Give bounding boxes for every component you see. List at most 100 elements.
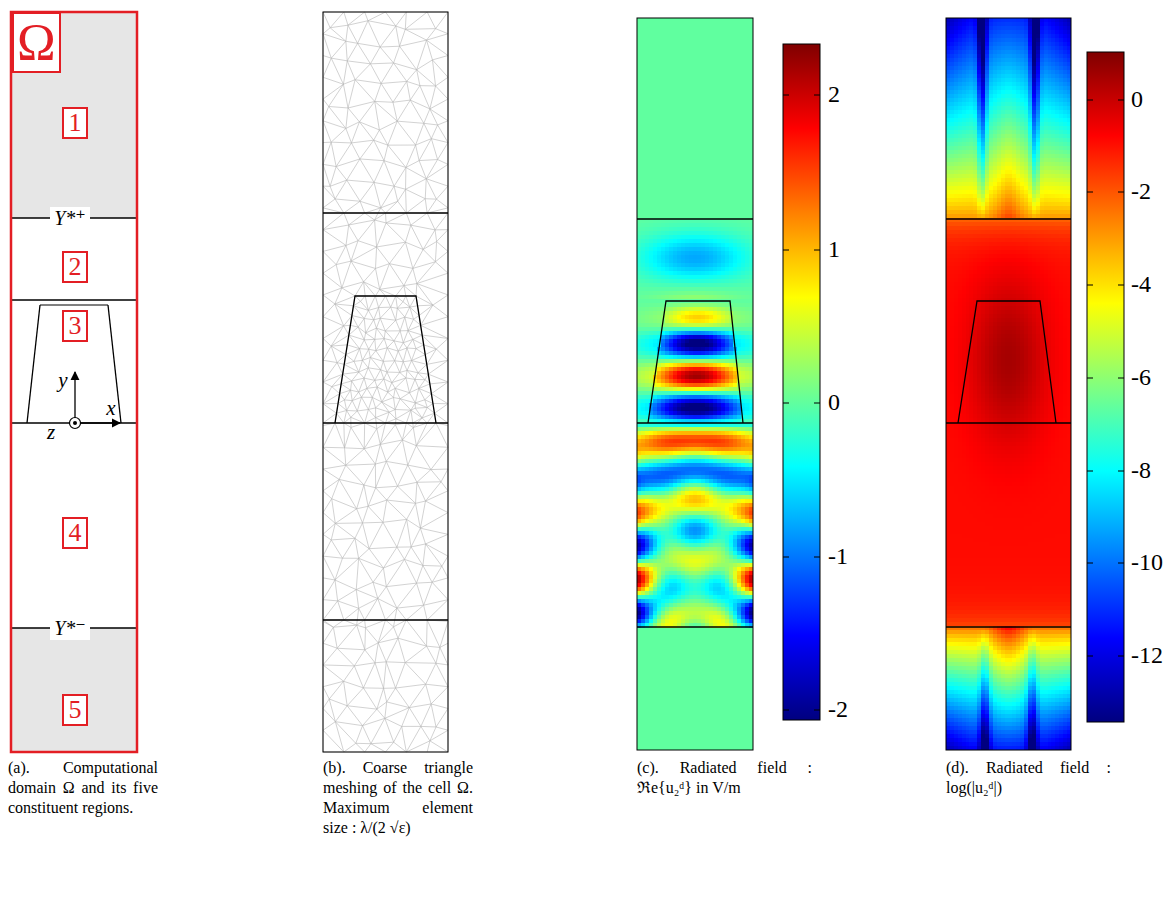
field-cell (717, 279, 722, 284)
field-cell (645, 371, 650, 376)
field-cell (685, 311, 690, 316)
field-cell (685, 459, 690, 464)
field-cell (745, 303, 750, 308)
field-cell (701, 435, 706, 440)
field-cell (705, 327, 710, 332)
field-cell (733, 383, 738, 388)
field-cell (741, 267, 746, 272)
field-cell (705, 467, 710, 472)
field-cell (661, 383, 666, 388)
field-cell (649, 487, 654, 492)
field-cell (697, 255, 702, 260)
field-cell (713, 407, 718, 412)
field-cell (701, 459, 706, 464)
field-cell (649, 455, 654, 460)
field-cell (745, 287, 750, 292)
field-cell (657, 283, 662, 288)
field-cell (709, 375, 714, 380)
field-cell (637, 343, 642, 348)
field-cell (721, 399, 726, 404)
field-cell (673, 471, 678, 476)
field-cell (673, 403, 678, 408)
field-cell (717, 283, 722, 288)
field-cell (657, 287, 662, 292)
field-cell (741, 387, 746, 392)
field-cell (721, 339, 726, 344)
field-cell (725, 223, 730, 228)
field-cell (745, 223, 750, 228)
field-cell (697, 399, 702, 404)
field-cell (689, 383, 694, 388)
field-cell (665, 231, 670, 236)
field-cell (725, 431, 730, 436)
field-cell (745, 279, 750, 284)
field-cell (661, 411, 666, 416)
field-cell (701, 347, 706, 352)
field-cell (709, 415, 714, 420)
field-cell (653, 287, 658, 292)
field-cell (665, 371, 670, 376)
field-cell (745, 483, 750, 488)
field-cell (709, 455, 714, 460)
field-cell (701, 367, 706, 372)
field-cell (661, 279, 666, 284)
field-cell (673, 467, 678, 472)
field-cell (653, 239, 658, 244)
field-cell (745, 459, 750, 464)
field-cell (701, 399, 706, 404)
field-cell (649, 255, 654, 260)
field-cell (705, 411, 710, 416)
field-cell (641, 271, 646, 276)
field-cell (685, 427, 690, 432)
field-cell (681, 351, 686, 356)
field-cell (717, 459, 722, 464)
field-cell (657, 251, 662, 256)
field-cell (657, 467, 662, 472)
field-cell (697, 223, 702, 228)
field-cell (701, 483, 706, 488)
field-cell (745, 275, 750, 280)
field-cell (669, 331, 674, 336)
field-cell (677, 439, 682, 444)
field-cell (721, 263, 726, 268)
field-cell (733, 447, 738, 452)
field-cell (685, 247, 690, 252)
field-cell (701, 403, 706, 408)
field-cell (661, 387, 666, 392)
field-cell (681, 411, 686, 416)
field-cell (693, 327, 698, 332)
field-cell (733, 267, 738, 272)
field-cell (729, 247, 734, 252)
field-cell (665, 403, 670, 408)
field-cell (721, 283, 726, 288)
field-cell (661, 335, 666, 340)
field-cell (729, 259, 734, 264)
field-cell (685, 295, 690, 300)
field-cell (637, 395, 642, 400)
field-cell (741, 459, 746, 464)
field-cell (725, 399, 730, 404)
field-cell (669, 367, 674, 372)
field-cell (697, 347, 702, 352)
field-cell (665, 267, 670, 272)
field-cell (725, 483, 730, 488)
field-cell (681, 339, 686, 344)
field-cell (685, 283, 690, 288)
field-cell (725, 239, 730, 244)
field-cell (701, 235, 706, 240)
field-cell (649, 451, 654, 456)
field-cell (745, 435, 750, 440)
field-cell (689, 263, 694, 268)
field-cell (673, 295, 678, 300)
field-cell (745, 351, 750, 356)
field-cell (725, 303, 730, 308)
field-cell (725, 283, 730, 288)
field-cell (733, 315, 738, 320)
field-cell (741, 463, 746, 468)
field-cell (673, 427, 678, 432)
field-cell (741, 367, 746, 372)
field-cell (673, 383, 678, 388)
field-cell (701, 259, 706, 264)
field-cell (713, 223, 718, 228)
